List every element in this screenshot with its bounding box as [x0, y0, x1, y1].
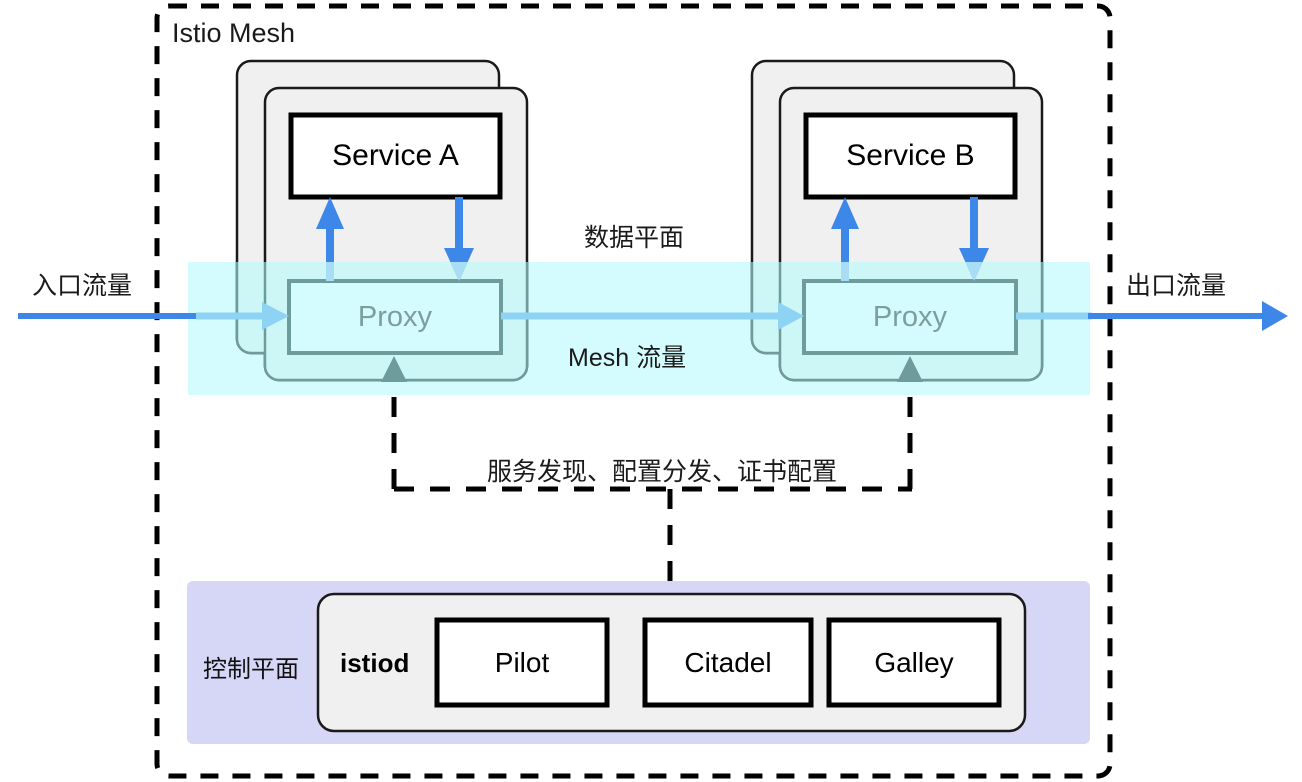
ingress-traffic-label: 入口流量	[32, 272, 133, 300]
istiod-label: istiod	[340, 648, 410, 678]
egress-traffic-arrow	[1016, 301, 1288, 331]
egress-traffic-label: 出口流量	[1126, 272, 1227, 300]
component-label-citadel: Citadel	[684, 646, 772, 678]
component-box-galley	[826, 617, 1002, 708]
component-box-citadel	[642, 617, 814, 708]
arrow-proxy-a-to-service-a	[316, 197, 344, 281]
mesh-boundary	[154, 3, 1113, 779]
proxy-a-label: Proxy	[357, 300, 433, 333]
proxy-b-label: Proxy	[872, 300, 948, 333]
component-box-pilot	[434, 617, 610, 708]
arrow-service-b-to-proxy-b	[959, 197, 989, 281]
data-plane-label: 数据平面	[584, 224, 685, 252]
component-label-galley: Galley	[874, 646, 954, 678]
control-arrowhead-proxy-b	[897, 356, 923, 382]
ingress-traffic-arrow	[18, 302, 289, 330]
control-arrowhead-proxy-a	[381, 356, 407, 382]
arrow-service-a-to-proxy-a	[444, 197, 474, 281]
service-a-box	[288, 112, 503, 200]
mesh-traffic-arrow	[501, 302, 804, 330]
control-plane-label: 控制平面	[203, 656, 299, 683]
control-channel-label: 服务发现、配置分发、证书配置	[487, 458, 838, 486]
service-a-label: Service A	[332, 139, 459, 172]
service-b-label: Service B	[846, 139, 975, 172]
mesh-title-label: Istio Mesh	[172, 18, 296, 48]
arrow-proxy-b-to-service-b	[831, 197, 859, 281]
mesh-traffic-label: Mesh 流量	[568, 344, 687, 372]
component-label-pilot: Pilot	[494, 646, 550, 678]
service-b-box	[803, 112, 1018, 200]
proxy-b-box	[802, 279, 1018, 355]
